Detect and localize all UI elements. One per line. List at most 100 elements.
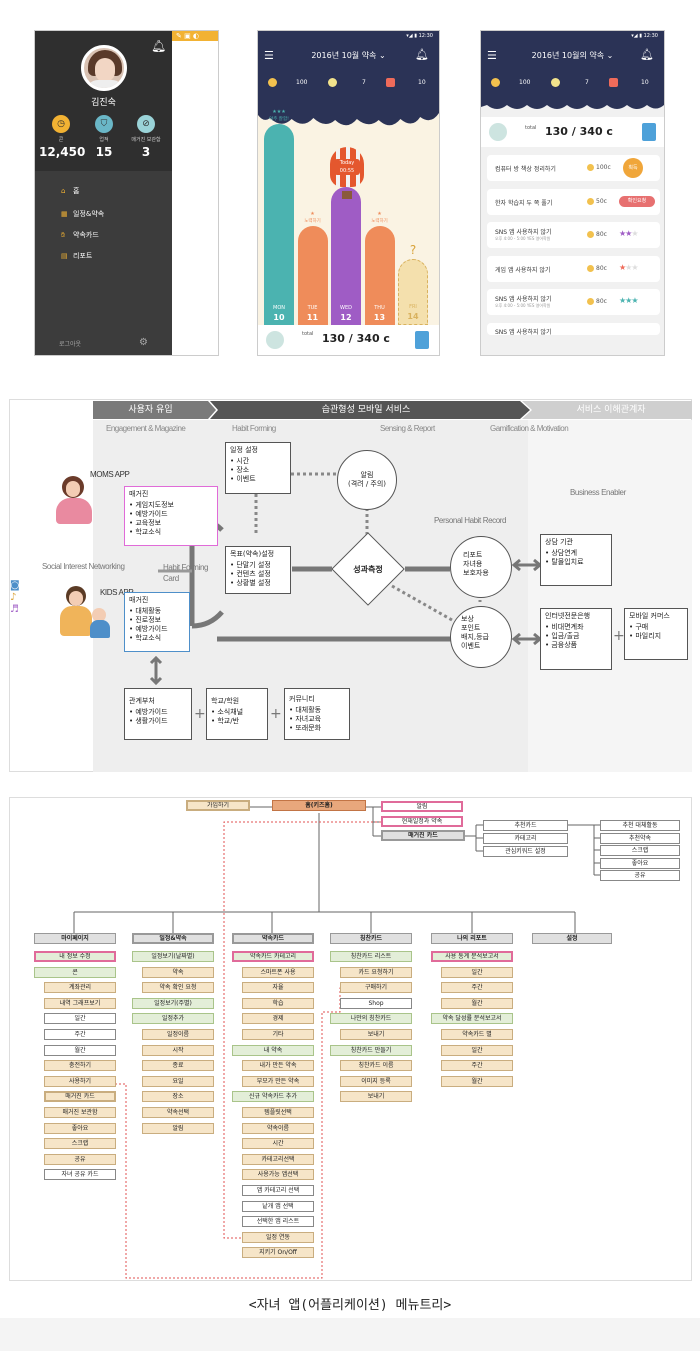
menu-tree-item[interactable]: 지키기 On/Off: [242, 1247, 314, 1259]
menu-tree-item[interactable]: 알림: [142, 1122, 214, 1134]
menu-tree-item[interactable]: 일정추가: [132, 1013, 214, 1025]
menu-tree-item[interactable]: 카드 요청하기: [340, 966, 412, 978]
menu-tree-item[interactable]: 약속카드 카테고리: [232, 951, 314, 962]
magazine-card-node[interactable]: 매거진 카드: [381, 830, 465, 841]
menu-tree-item[interactable]: 시간: [242, 1138, 314, 1150]
gear-icon[interactable]: ⚙︎: [139, 337, 148, 348]
menu-tree-item[interactable]: 약속 확인 요청: [142, 982, 214, 994]
menu-tree-item[interactable]: 일간: [441, 1044, 513, 1056]
recommend-child-node[interactable]: 추천 대체활동: [600, 820, 680, 831]
menu-tree-item[interactable]: 주간: [441, 1060, 513, 1072]
column-header-4[interactable]: 나의 리포트: [431, 933, 513, 944]
menu-tree-item[interactable]: 주간: [44, 1029, 116, 1040]
menu-tree-item[interactable]: 월간: [441, 997, 513, 1009]
stat-cone[interactable]: ◷ 콘 12,450: [39, 115, 85, 159]
month-title[interactable]: 2016년 10월 약속 ⌄: [311, 51, 386, 60]
menu-tree-item[interactable]: 장소: [142, 1091, 214, 1103]
menu-tree-item[interactable]: 칭찬카드 만들기: [330, 1044, 412, 1056]
menu-tree-item[interactable]: 월간: [44, 1044, 116, 1056]
task-card[interactable]: SNS 앱 사용하지 않기: [487, 322, 660, 336]
recommend-child-node[interactable]: 스크랩: [600, 845, 680, 856]
column-header-2[interactable]: 약속카드: [232, 933, 314, 944]
logout-link[interactable]: 로그아웃: [59, 341, 82, 348]
bell-icon[interactable]: 🔔︎: [640, 48, 654, 61]
recommend-child-node[interactable]: 좋아요: [600, 857, 680, 869]
menu-tree-item[interactable]: 칭찬카드 리스트: [330, 951, 412, 962]
menu-tree-item[interactable]: 약속: [142, 966, 214, 978]
hamburger-icon[interactable]: ☰: [264, 49, 274, 62]
menu-tree-item[interactable]: 종료: [142, 1060, 214, 1072]
menu-tree-item[interactable]: 보내기: [340, 1091, 412, 1103]
menu-tree-item[interactable]: 부모가 만든 약속: [242, 1075, 314, 1087]
menu-tree-item[interactable]: 일정보기(날짜별): [132, 951, 214, 962]
magazine-child-node[interactable]: 추천카드: [483, 820, 568, 831]
current-schedule-node[interactable]: 현재일정과 약속: [381, 816, 463, 827]
menu-tree-item[interactable]: Shop: [340, 997, 412, 1009]
menu-promise-card[interactable]: ✋︎약속카드: [61, 230, 99, 240]
column-header-5[interactable]: 설정: [532, 933, 612, 944]
menu-tree-item[interactable]: 기타: [242, 1029, 314, 1040]
magazine-child-node[interactable]: 관심키워드 설정: [483, 846, 568, 857]
menu-tree-item[interactable]: 사용하기: [44, 1075, 116, 1087]
menu-tree-item[interactable]: 공유: [44, 1153, 116, 1165]
menu-tree-item[interactable]: 일정보기(주별): [132, 997, 214, 1009]
menu-tree-item[interactable]: 카테고리선택: [242, 1153, 314, 1165]
menu-tree-item[interactable]: 일정이름: [142, 1029, 214, 1040]
menu-tree-item[interactable]: 사용 통계 분석보고서: [431, 951, 513, 962]
menu-tree-item[interactable]: 보내기: [340, 1029, 412, 1040]
alarm-node[interactable]: 알림: [381, 801, 463, 812]
menu-tree-item[interactable]: 요일: [142, 1075, 214, 1087]
menu-tree-item[interactable]: 신규 약속카드 추가: [232, 1091, 314, 1103]
hamburger-icon[interactable]: ☰: [487, 49, 497, 62]
edit-icon[interactable]: ✎ ▣ ◐: [172, 31, 218, 41]
menu-tree-item[interactable]: 약속 달성률 분석보고서: [431, 1013, 513, 1025]
menu-report[interactable]: ▤리포트: [61, 251, 92, 261]
menu-tree-item[interactable]: 내가 만든 약속: [242, 1060, 314, 1072]
menu-tree-item[interactable]: 템플릿선택: [242, 1107, 314, 1118]
menu-tree-item[interactable]: 약속선택: [142, 1107, 214, 1118]
menu-tree-item[interactable]: 사용가능 앱선택: [242, 1169, 314, 1181]
menu-schedule[interactable]: ▦일정&약속: [61, 209, 104, 219]
recommend-child-node[interactable]: 공유: [600, 870, 680, 881]
column-header-3[interactable]: 칭찬카드: [330, 933, 412, 944]
menu-tree-item[interactable]: 좋아요: [44, 1122, 116, 1134]
menu-tree-item[interactable]: 앱 카테고리 선택: [242, 1185, 314, 1196]
book-icon[interactable]: [415, 331, 429, 349]
home-node[interactable]: 홈(키즈홈): [272, 800, 366, 811]
menu-tree-item[interactable]: 내 정보 수정: [34, 951, 116, 962]
magazine-child-node[interactable]: 카테고리: [483, 833, 568, 844]
menu-tree-item[interactable]: 내역 그래프보기: [44, 997, 116, 1009]
menu-tree-item[interactable]: 내 약속: [232, 1044, 314, 1056]
menu-tree-item[interactable]: 학습: [242, 997, 314, 1009]
menu-tree-item[interactable]: 이미지 등록: [340, 1075, 412, 1087]
confirm-request-button[interactable]: 확인요청: [619, 195, 655, 207]
menu-tree-item[interactable]: 일정 연동: [242, 1231, 314, 1243]
menu-tree-item[interactable]: 스크랩: [44, 1138, 116, 1150]
menu-tree-item[interactable]: 나만의 칭찬카드: [330, 1013, 412, 1025]
menu-tree-item[interactable]: 시작: [142, 1044, 214, 1056]
join-node[interactable]: 가입하기: [186, 800, 250, 811]
stat-magazine[interactable]: ⊘ 매거진 보관함 3: [124, 115, 168, 159]
menu-tree-item[interactable]: 구매하기: [340, 982, 412, 994]
menu-tree-item[interactable]: 약속카드 별: [441, 1029, 513, 1040]
menu-tree-item[interactable]: 약속이름: [242, 1122, 314, 1134]
book-icon[interactable]: [642, 123, 656, 141]
menu-tree-item[interactable]: 칭찬카드 이름: [340, 1060, 412, 1072]
bell-icon[interactable]: 🔔︎: [415, 48, 429, 61]
menu-tree-item[interactable]: 스마트폰 사용: [242, 966, 314, 978]
menu-tree-item[interactable]: 일간: [44, 1013, 116, 1025]
menu-home[interactable]: ⌂홈: [61, 186, 79, 196]
menu-tree-item[interactable]: 매거진 보관함: [44, 1107, 116, 1118]
menu-tree-item[interactable]: 선택한 앱 리스트: [242, 1216, 314, 1228]
recommend-child-node[interactable]: 추천약속: [600, 832, 680, 844]
bell-icon[interactable]: 🔔︎: [151, 39, 167, 53]
